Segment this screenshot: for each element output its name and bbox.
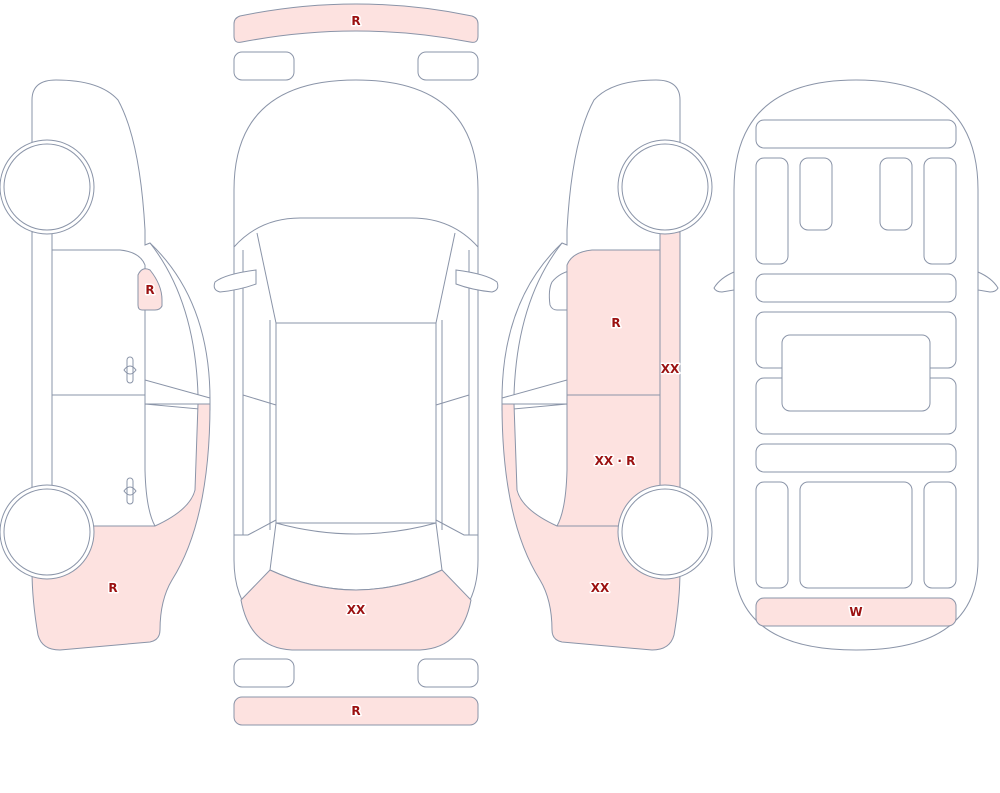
- right-rear-door-window-label: R: [611, 316, 620, 330]
- underbody-left-seat[interactable]: [799, 157, 833, 231]
- underbody-dashboard-panel[interactable]: [755, 273, 957, 303]
- left-rear-fender-label: R: [108, 581, 117, 595]
- right-rear-door-window-part[interactable]: [566, 249, 661, 396]
- left-sill-part[interactable]: [31, 231, 53, 491]
- left-rear-window-part[interactable]: [137, 268, 163, 311]
- left-headlight-part[interactable]: [233, 51, 295, 81]
- right-c-pillar-line: [513, 242, 563, 396]
- right-rear-wheel-rim: [621, 488, 709, 576]
- underbody-left-rear-rail[interactable]: [755, 481, 789, 589]
- underbody-rear-skirt-part[interactable]: [755, 597, 957, 627]
- underbody-right-seat[interactable]: [879, 157, 913, 231]
- underbody-left-front-rail[interactable]: [755, 157, 789, 265]
- right-side-view: XX R XX · R XX: [501, 79, 713, 651]
- right-belt-line: [501, 379, 568, 399]
- right-b-pillar-label: XX: [661, 362, 680, 376]
- left-side-view: R R: [0, 79, 211, 651]
- right-rear-fender-part[interactable]: [501, 403, 681, 651]
- right-rear-fender-label: XX: [591, 581, 610, 595]
- left-rear-door-handle[interactable]: [126, 477, 134, 505]
- underbody-right-mirror[interactable]: [977, 271, 999, 293]
- top-left-a-pillar: [256, 232, 277, 324]
- top-right-mirror-part[interactable]: [455, 269, 499, 293]
- underbody-view: W: [713, 79, 999, 651]
- top-windshield-top-line: [233, 217, 479, 248]
- left-belt-line: [144, 379, 211, 399]
- left-taillight-part[interactable]: [233, 658, 295, 688]
- left-front-door-handle[interactable]: [126, 356, 134, 384]
- underbody-rear-skirt-label: W: [849, 605, 862, 619]
- top-rear-hatch-label: XX: [347, 603, 366, 617]
- front-bumper-label: R: [351, 14, 360, 28]
- underbody-left-mirror[interactable]: [713, 271, 735, 293]
- top-right-door-line: [435, 394, 470, 406]
- underbody-trunk-floor[interactable]: [799, 481, 913, 589]
- right-taillight-part[interactable]: [417, 658, 479, 688]
- underbody-rear-crossmember[interactable]: [755, 443, 957, 473]
- underbody-center-console[interactable]: [781, 334, 931, 412]
- right-front-wheel-rim: [621, 143, 709, 231]
- rear-bumper-label: R: [351, 704, 360, 718]
- right-headlight-part[interactable]: [417, 51, 479, 81]
- right-rear-door-label: XX · R: [595, 454, 636, 468]
- top-rear-hatch-part[interactable]: [240, 569, 472, 651]
- left-front-wheel-rim: [3, 143, 91, 231]
- top-left-rear-pillar: [234, 519, 277, 536]
- left-rear-fender-part[interactable]: [31, 403, 211, 651]
- right-b-pillar-part[interactable]: [659, 231, 681, 491]
- left-c-pillar-line: [149, 242, 199, 396]
- left-rear-wheel-rim: [3, 488, 91, 576]
- top-roof-part[interactable]: [275, 322, 437, 524]
- top-left-door-line: [242, 394, 277, 406]
- left-rear-window-label: R: [145, 283, 154, 297]
- underbody-front-panel[interactable]: [755, 119, 957, 149]
- top-right-a-pillar: [435, 232, 456, 324]
- front-bumper-part[interactable]: [233, 3, 479, 43]
- rear-bumper-part[interactable]: [233, 696, 479, 726]
- underbody-right-front-rail[interactable]: [923, 157, 957, 265]
- top-right-rear-pillar: [435, 519, 478, 536]
- left-front-door-part[interactable]: [51, 249, 146, 396]
- top-view: XX: [213, 79, 499, 651]
- left-front-handle-ring: [123, 365, 137, 375]
- top-left-mirror-part[interactable]: [213, 269, 257, 293]
- left-rear-handle-ring: [123, 486, 137, 496]
- underbody-right-rear-rail[interactable]: [923, 481, 957, 589]
